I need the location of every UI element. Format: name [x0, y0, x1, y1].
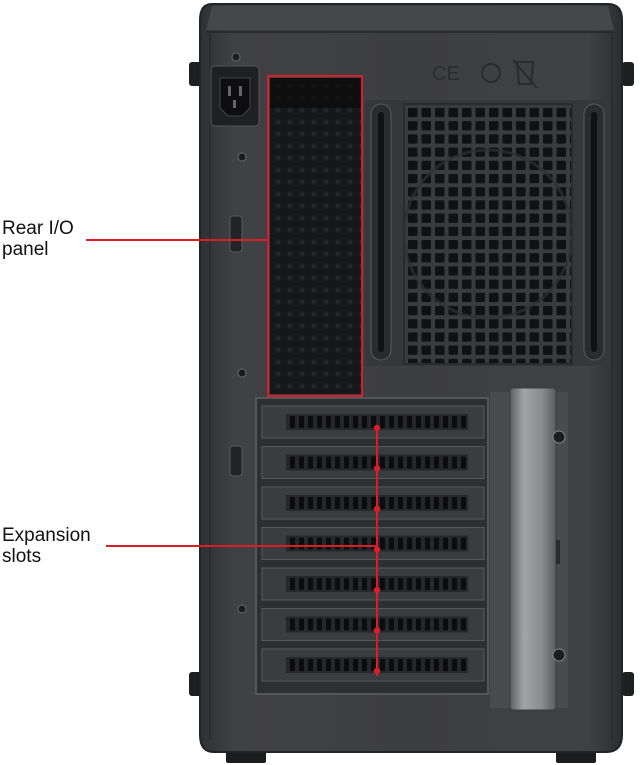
rear-io-label-line2: panel — [2, 239, 49, 260]
rear-io-opening — [270, 78, 361, 394]
thumbscrew-icon — [231, 52, 247, 614]
fan-ring — [402, 148, 574, 320]
thumbscrew-icon — [552, 648, 566, 662]
fan-grille — [403, 103, 573, 365]
fan-slot-right — [583, 103, 605, 361]
slot-marker-dot — [373, 627, 381, 634]
case-top-edge — [206, 6, 614, 30]
side-clip-upper — [229, 215, 243, 253]
slot-markers — [373, 424, 381, 675]
rear-io-label: Rear I/O panel — [2, 218, 74, 260]
slot-marker-dot — [373, 505, 381, 513]
expansion-slot-cover — [261, 446, 485, 479]
weee-bin-icon — [512, 59, 538, 89]
slot-marker-dot — [373, 667, 381, 675]
expansion-label: Expansion slots — [2, 525, 91, 567]
stud-top-right — [622, 62, 634, 86]
expansion-slot-cover — [261, 567, 485, 601]
power-inlet-icon — [210, 65, 260, 127]
foot-right — [556, 750, 596, 763]
fcc-mark-icon — [481, 63, 501, 83]
expansion-slot-cover — [261, 527, 485, 560]
slot-marker-dot — [373, 424, 381, 432]
expansion-slot-cover — [261, 405, 485, 439]
fan-slot-left — [370, 103, 392, 361]
certification-marks: CE — [432, 59, 538, 89]
stud-bottom-right — [622, 672, 634, 696]
expansion-slot-cover — [261, 608, 485, 641]
thumbscrew-icon — [552, 430, 566, 444]
expansion-label-line1: Expansion — [2, 525, 91, 546]
expansion-slot-cover — [261, 648, 485, 682]
rear-io-shadow — [270, 78, 361, 108]
slot-marker-dot — [373, 465, 381, 472]
slot-marker-dot — [373, 546, 381, 553]
ce-mark-icon: CE — [432, 63, 460, 85]
expansion-label-line2: slots — [2, 546, 42, 567]
foot-left — [226, 750, 266, 763]
pcie-retention-bracket — [490, 387, 568, 711]
slot-marker-dot — [373, 586, 381, 594]
rear-io-label-line1: Rear I/O — [2, 218, 74, 239]
side-clip-lower — [229, 445, 243, 477]
expansion-slot-cover — [261, 486, 485, 520]
expansion-slots — [261, 405, 485, 682]
rear-io-highlight — [267, 75, 363, 397]
